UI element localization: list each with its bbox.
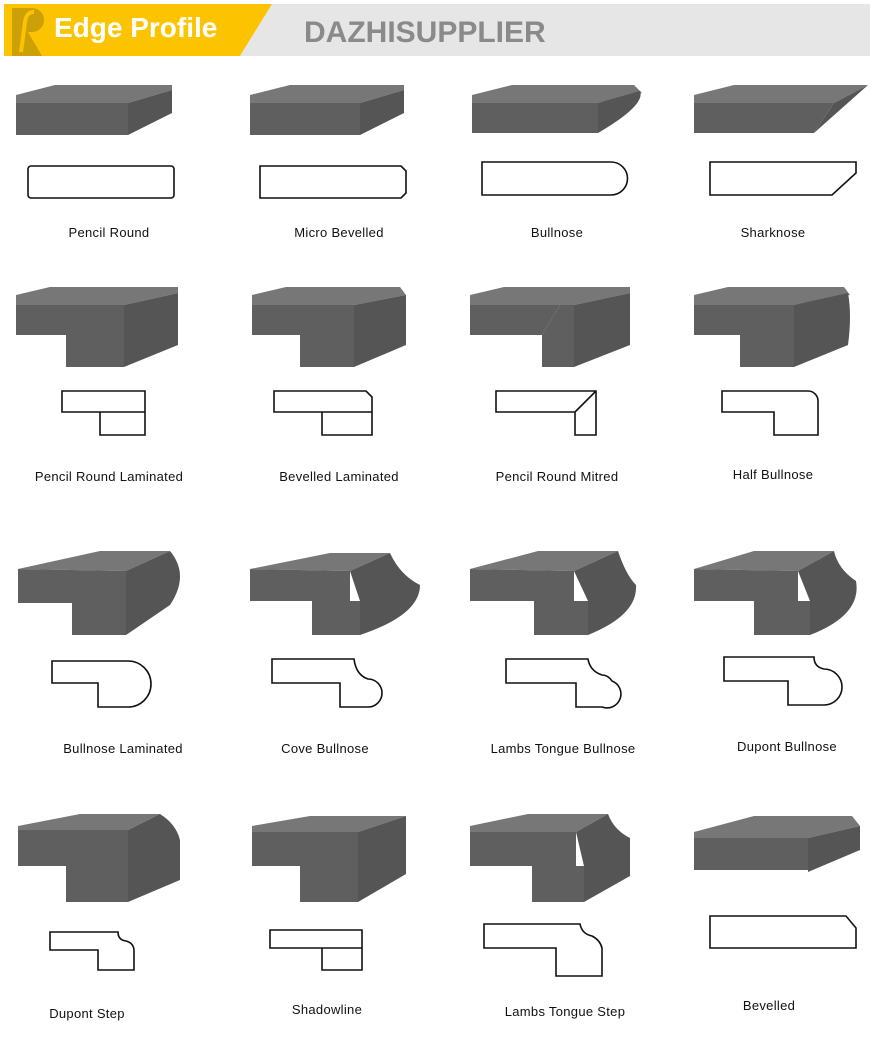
profile-label: Micro Bevelled xyxy=(294,225,384,240)
profile-pencil-round: Pencil Round xyxy=(0,75,218,315)
profile-label: Bevelled xyxy=(742,998,796,1013)
logo-icon xyxy=(12,8,44,56)
page-title: Edge Profile xyxy=(54,12,218,43)
profile-label: Lambs Tongue Bullnose xyxy=(490,741,636,756)
profile-label: Bevelled Laminated xyxy=(279,469,399,484)
profile-bevelled-laminated: Bevelled Laminated xyxy=(230,285,448,525)
profile-bullnose-laminated: Bullnose Laminated xyxy=(0,545,218,785)
profile-label: Dupont Bullnose xyxy=(737,739,837,754)
profile-micro-bevelled: Micro Bevelled xyxy=(230,75,448,315)
profile-pencil-round-mitred: Pencil Round Mitred xyxy=(448,285,666,525)
profile-cove-bullnose: Cove Bullnose xyxy=(230,545,448,785)
profile-lambs-tongue-bullnose: Lambs Tongue Bullnose xyxy=(448,545,666,785)
profile-dupont-step: Dupont Step xyxy=(0,810,218,1050)
profile-label: Sharknose xyxy=(740,225,806,240)
profile-label: Bullnose xyxy=(530,225,584,240)
profile-sharknose: Sharknose xyxy=(664,75,871,315)
profile-label: Lambs Tongue Step xyxy=(504,1004,626,1019)
profile-lambs-tongue-step: Lambs Tongue Step xyxy=(448,810,666,1050)
header-banner: Edge Profile DAZHISUPPLIER xyxy=(4,4,870,56)
profile-label: Bullnose Laminated xyxy=(63,741,183,756)
profile-label: Dupont Step xyxy=(49,1006,125,1021)
banner-accent xyxy=(4,4,272,56)
watermark: DAZHISUPPLIER xyxy=(304,16,546,49)
profile-shadowline: Shadowline xyxy=(230,810,448,1050)
profile-label: Pencil Round Laminated xyxy=(34,469,184,484)
profile-label: Half Bullnose xyxy=(732,467,814,482)
profile-label: Pencil Round Mitred xyxy=(495,469,619,484)
profile-half-bullnose: Half Bullnose xyxy=(664,285,871,525)
profile-bullnose: Bullnose xyxy=(448,75,666,315)
profile-label: Cove Bullnose xyxy=(281,741,369,756)
profile-label: Pencil Round xyxy=(68,225,150,240)
profile-dupont-bullnose: Dupont Bullnose xyxy=(664,545,871,785)
profile-pencil-round-laminated: Pencil Round Laminated xyxy=(0,285,218,525)
profile-bevelled: Bevelled xyxy=(664,810,871,1050)
profile-label: Shadowline xyxy=(291,1002,363,1017)
